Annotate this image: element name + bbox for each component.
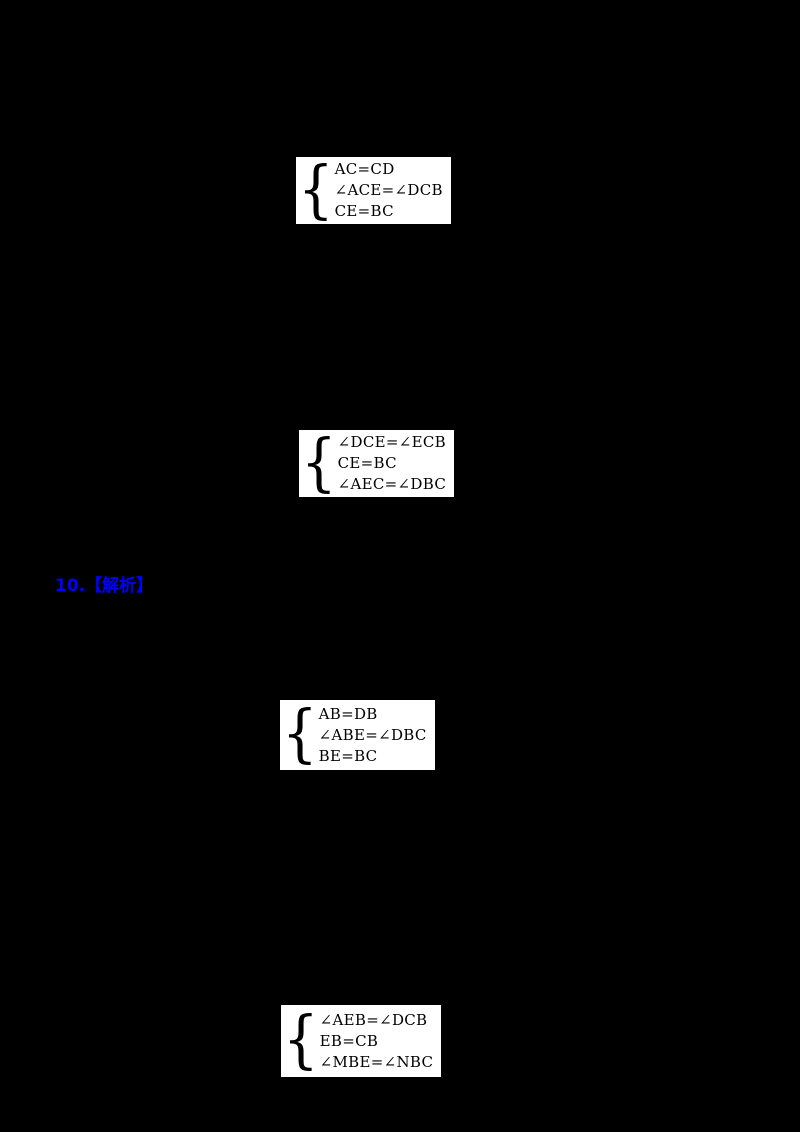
equation-line: ∠AEC=∠DBC [337, 475, 447, 493]
question-answer-marker: 10.【解析】 [55, 576, 154, 596]
equation-lines: ∠AEB=∠DCB EB=CB ∠MBE=∠NBC [320, 1010, 434, 1073]
equation-line: ∠DCE=∠ECB [337, 433, 446, 451]
left-brace-glyph: { [301, 426, 337, 500]
equation-image-3: { AB=DB ∠ABE=∠DBC BE=BC [280, 700, 435, 770]
left-brace-glyph: { [298, 153, 334, 227]
equation-line: AC=CD [334, 160, 395, 178]
equation-line: ∠ABE=∠DBC [318, 725, 427, 744]
equation-line: CE=BC [337, 454, 397, 472]
equation-line: ∠AEB=∠DCB [319, 1010, 428, 1029]
equation-lines: ∠DCE=∠ECB CE=BC ∠AEC=∠DBC [338, 432, 446, 495]
equation-line: BE=BC [318, 746, 378, 765]
equation-line: ∠ACE=∠DCB [334, 181, 443, 199]
equation-line: ∠MBE=∠NBC [319, 1052, 434, 1071]
left-brace-glyph: { [282, 698, 318, 771]
equation-lines: AB=DB ∠ABE=∠DBC BE=BC [319, 704, 427, 767]
equation-image-2: { ∠DCE=∠ECB CE=BC ∠AEC=∠DBC [299, 426, 455, 500]
equation-image-4: { ∠AEB=∠DCB EB=CB ∠MBE=∠NBC [281, 1004, 442, 1077]
equation-line: CE=BC [334, 202, 394, 220]
equation-lines: AC=CD ∠ACE=∠DCB CE=BC [335, 159, 443, 222]
equation-line: AB=DB [318, 704, 378, 723]
equation-line: EB=CB [319, 1031, 379, 1050]
equation-image-1: { AC=CD ∠ACE=∠DCB CE=BC [296, 157, 451, 224]
left-brace-glyph: { [283, 1004, 319, 1077]
